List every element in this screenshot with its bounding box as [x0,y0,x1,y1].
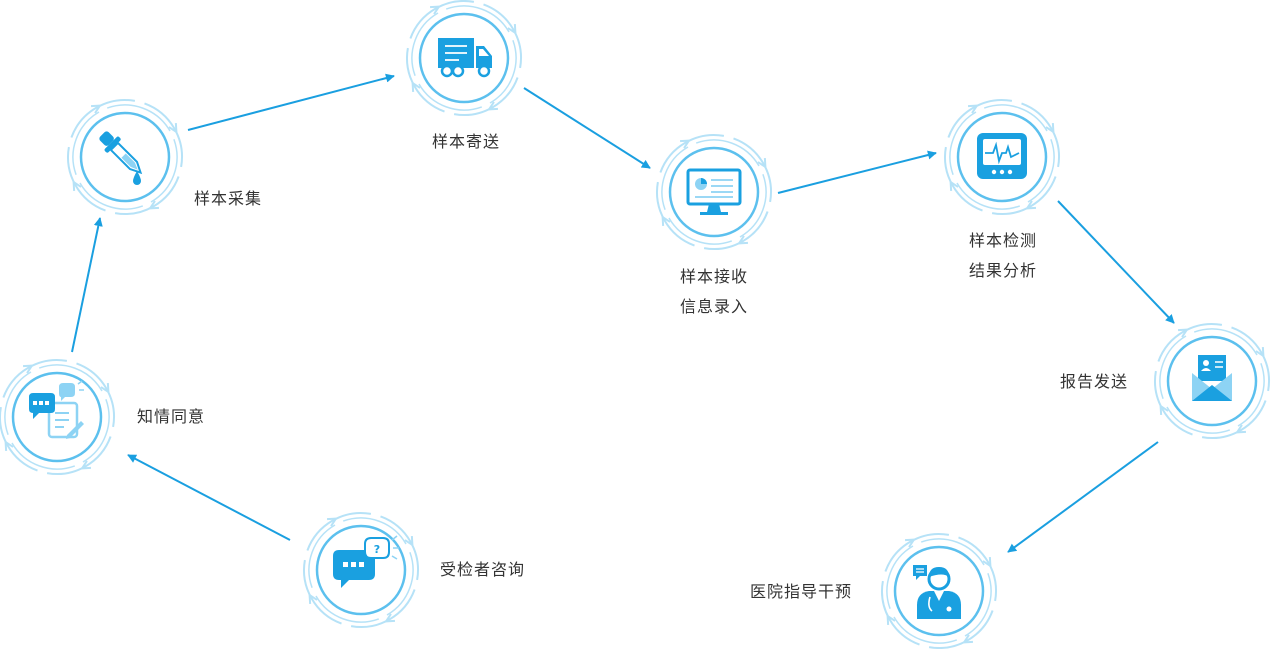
step-ring [0,359,115,475]
step-node-collect [67,99,183,215]
flow-arrow [71,217,103,353]
question-chat-icon: ? [333,535,399,588]
step-ring [303,512,419,628]
step-label-analyze: 样本检测结果分析 [968,231,1037,280]
doctor-icon [913,565,961,619]
step-node-receive [656,134,772,250]
step-ring [1154,323,1270,439]
chat-document-icon [29,380,84,439]
flow-arrow [1007,441,1159,553]
flow-arrow [1057,200,1175,324]
envelope-icon [1192,355,1232,401]
step-node-consent [0,359,115,475]
flow-arrow [523,87,651,169]
flow-arrow [127,454,291,541]
step-label-collect: 样本采集 [194,189,263,208]
step-ring [944,99,1060,215]
flow-arrow [777,150,937,194]
step-ring [406,0,522,116]
step-node-consult: ? [303,512,419,628]
step-node-ship [406,0,522,116]
step-label-consent: 知情同意 [137,407,206,426]
step-label-ship: 样本寄送 [431,132,500,151]
monitor-icon [686,168,742,215]
step-node-analyze [944,99,1060,215]
step-label-guidance: 医院指导干预 [750,582,853,601]
step-ring [881,533,997,649]
dropper-icon [99,131,143,185]
step-label-consult: 受检者咨询 [440,560,526,579]
step-ring [656,134,772,250]
waveform-monitor-icon [977,133,1027,179]
step-label-report: 报告发送 [1060,372,1129,391]
truck-icon [438,38,492,78]
step-ring [67,99,183,215]
step-label-receive: 样本接收信息录入 [679,267,748,316]
step-node-guidance [881,533,997,649]
step-node-report [1154,323,1270,439]
svg-text:?: ? [374,543,380,556]
flow-arrow [187,73,395,131]
